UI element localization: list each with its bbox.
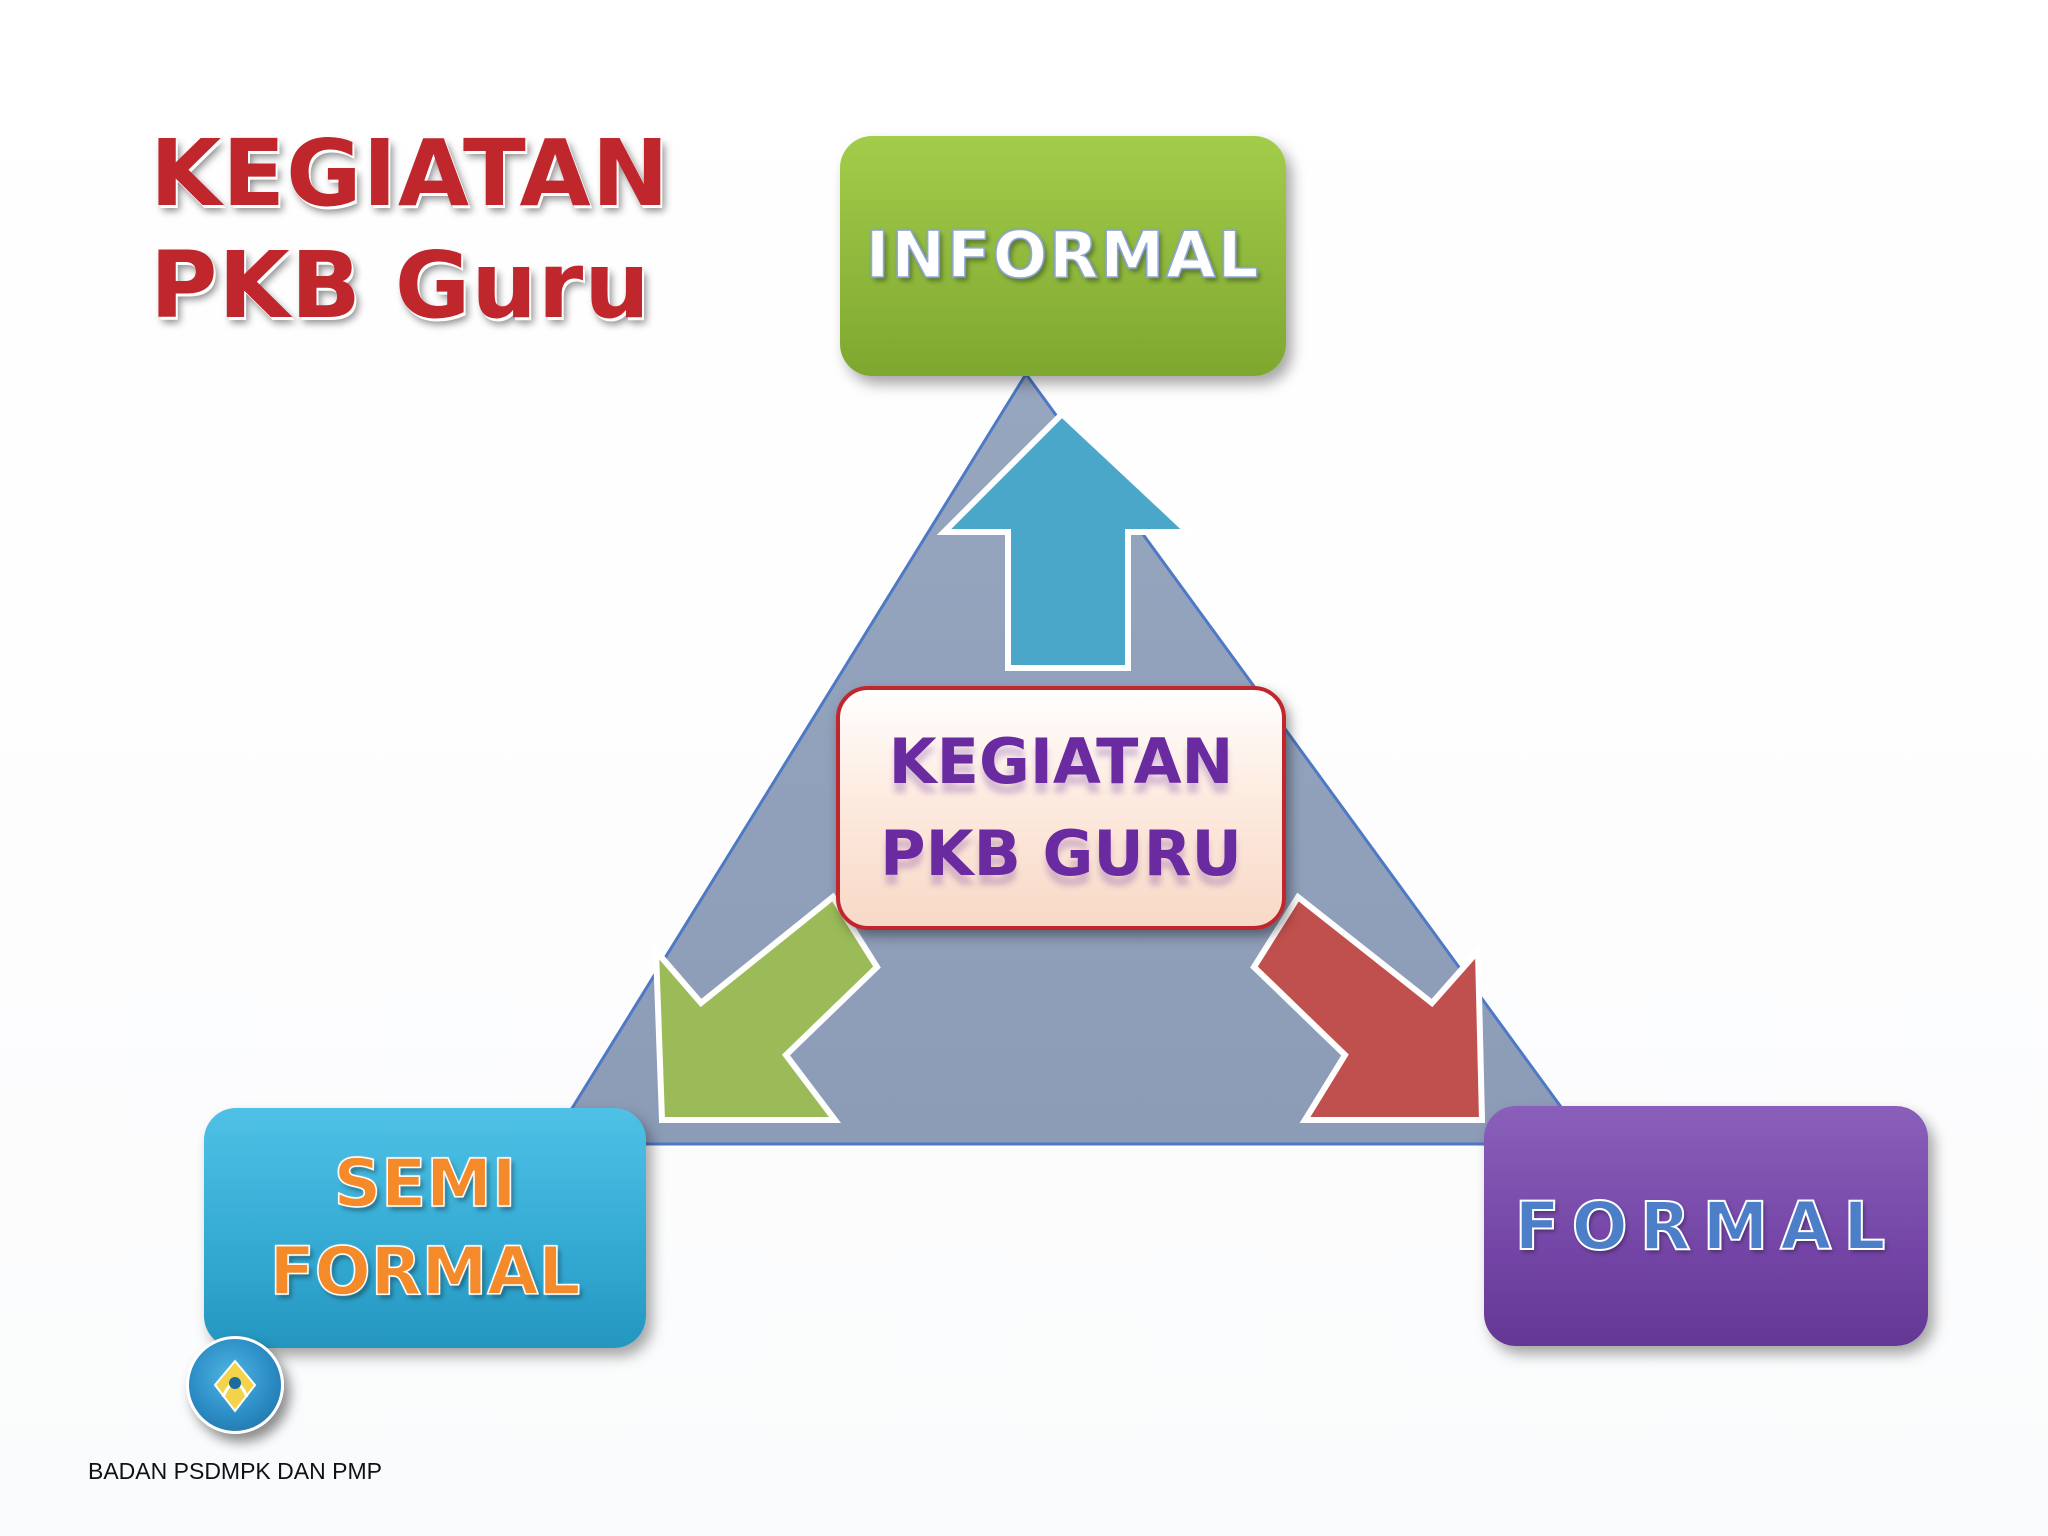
title-line-1: KEGIATAN — [150, 120, 670, 227]
node-center-label: KEGIATAN PKB GURU — [880, 716, 1242, 900]
node-informal-label: INFORMAL — [865, 218, 1261, 294]
arrow-down-right — [1250, 892, 1486, 1123]
node-semi-formal-line-2: FORMAL — [269, 1232, 581, 1311]
node-semi-formal-line-1: SEMI — [333, 1144, 517, 1223]
title-line-2: PKB Guru — [150, 232, 651, 339]
arrow-down-left — [652, 892, 881, 1123]
node-center: KEGIATAN PKB GURU — [836, 686, 1286, 930]
tut-wuri-handayani-emblem-icon — [186, 1336, 284, 1434]
node-informal: INFORMAL — [840, 136, 1286, 376]
arrow-up — [936, 409, 1196, 671]
node-formal: FORMAL — [1484, 1106, 1928, 1346]
footer-text: BADAN PSDMPK DAN PMP — [88, 1458, 382, 1484]
node-center-line-1: KEGIATAN — [888, 725, 1234, 798]
node-formal-label: FORMAL — [1514, 1187, 1898, 1266]
page-title: KEGIATAN PKB Guru — [150, 118, 710, 342]
node-center-line-2: PKB GURU — [880, 817, 1242, 890]
node-semi-formal-label: SEMI FORMAL — [269, 1140, 581, 1316]
node-semi-formal: SEMI FORMAL — [204, 1108, 646, 1348]
